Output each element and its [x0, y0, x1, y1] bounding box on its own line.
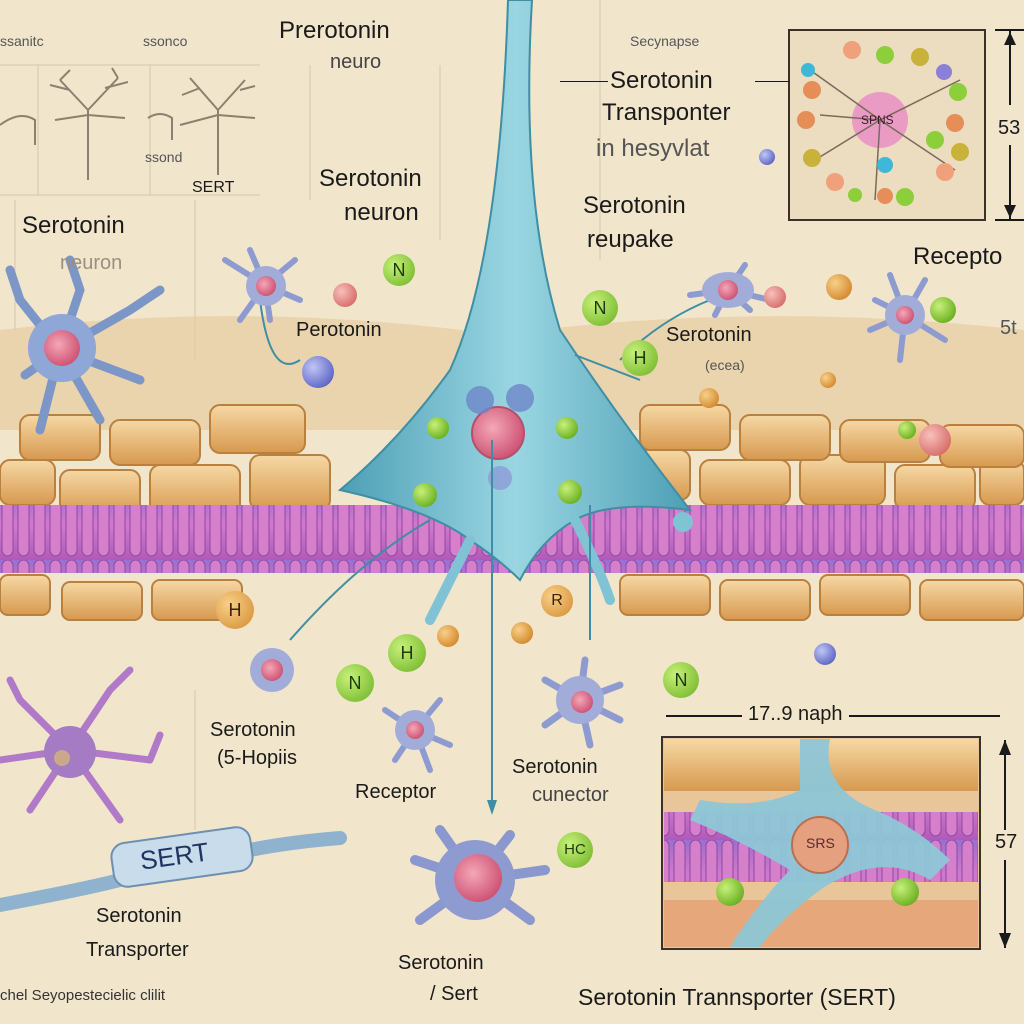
molecule-violet [302, 356, 334, 388]
label-footer-left: chel Seyopestecielic clilit [0, 987, 166, 1004]
label-serotonin-neuron-top: Serotonin [319, 165, 422, 192]
membrane-lower-blocks [0, 574, 1024, 621]
label-serotonin-cunector-2: cunector [532, 784, 609, 806]
molecule-violet-small [759, 149, 775, 165]
label-serotonin-5ht: Serotonin [210, 719, 296, 741]
label-secynapse: Secynapse [630, 33, 700, 49]
label-receptor-right: Recepto [913, 243, 1003, 270]
molecule-green [930, 297, 956, 323]
sert-tube [0, 826, 347, 912]
molecule-h-3: H [388, 634, 426, 672]
neuron-bottom-left-purple [0, 666, 164, 824]
label-serotonin-mid-right: Serotonin [666, 324, 752, 346]
sketch-label-b: ssonco [143, 33, 188, 49]
molecule-r: R [541, 585, 573, 617]
molecule-n-1: N [383, 254, 415, 286]
neuron-receptor-mid [382, 697, 453, 773]
label-receptor-mid: Receptor [355, 781, 437, 803]
sketch-label-a: ssanitc [0, 33, 44, 49]
label-serotonin-5ht-2: (5-Hopiis [217, 747, 298, 769]
label-right-scale: 5t [1000, 317, 1017, 339]
neuron-upper-right [687, 262, 773, 318]
label-serotonin-transporter-top-3: in hesyvlat [596, 135, 710, 162]
neuron-upper-left [222, 247, 303, 323]
label-serotonin-transporter-top-2: Transponter [602, 99, 731, 126]
inset-bottom-right [661, 715, 1011, 950]
label-serotonin-transporter-left: Serotonin [96, 905, 182, 927]
dendrite-sketch-left [0, 67, 256, 180]
sketch-grid [0, 0, 601, 830]
molecule-hc: HC [557, 832, 593, 868]
leader-line [755, 81, 789, 82]
label-inset-top-core: SPNS [861, 113, 894, 127]
sketch-label-sert: SERT [192, 179, 235, 196]
neuron-cunector [541, 656, 624, 749]
label-serotonin-reupake-2: reupake [587, 226, 674, 253]
label-inset-bottom-dim: 17..9 naph [742, 704, 849, 725]
leader-line [560, 81, 608, 82]
molecule-h-2: H [216, 591, 254, 629]
sketch-label-c: ssond [145, 149, 183, 165]
label-serotonin-sert: Serotonin [398, 952, 484, 974]
molecule-n-4: N [663, 662, 699, 698]
molecule-red-small [764, 286, 786, 308]
molecule-orange [826, 274, 852, 300]
label-inset-top-measure: 53 [998, 117, 1021, 139]
label-perotonin: Perotonin [296, 319, 382, 341]
label-serotonin-cunector: Serotonin [512, 756, 598, 778]
label-serotonin-sert-2: / Sert [430, 983, 478, 1005]
label-inset-bottom-core: SRS [806, 835, 835, 851]
molecule-n-3: N [336, 664, 374, 702]
neuron-bottom-center [410, 825, 550, 925]
label-prerotonin: Prerotonin [279, 17, 390, 44]
molecule-h-1: H [622, 340, 658, 376]
label-neuron-left-faint: neuron [60, 252, 123, 274]
neuron-left [5, 255, 165, 435]
footer-title: Serotonin Trannsporter (SERT) [578, 984, 896, 1010]
label-serotonin-transporter-top: Serotonin [610, 67, 713, 94]
label-serotonin-neuron-top-2: neuron [344, 199, 419, 226]
label-serotonin-transporter-left-2: Transporter [86, 939, 189, 961]
neuron-far-right [867, 272, 948, 363]
molecules [302, 149, 956, 665]
label-serotonin-left: Serotonin [22, 212, 125, 239]
label-inset-bottom-measure: 57 [995, 831, 1018, 853]
label-serotonin-reupake: Serotonin [583, 192, 686, 219]
sert-core [471, 406, 525, 460]
central-axon [337, 0, 693, 582]
label-serotonin-mid-right-sub: (ecea) [705, 357, 745, 373]
label-neuro: neuro [330, 51, 382, 73]
molecule-n-2: N [582, 290, 618, 326]
neuron-lower-left-small [250, 648, 294, 692]
inset-top-right [788, 29, 1024, 221]
molecule-red [333, 283, 357, 307]
